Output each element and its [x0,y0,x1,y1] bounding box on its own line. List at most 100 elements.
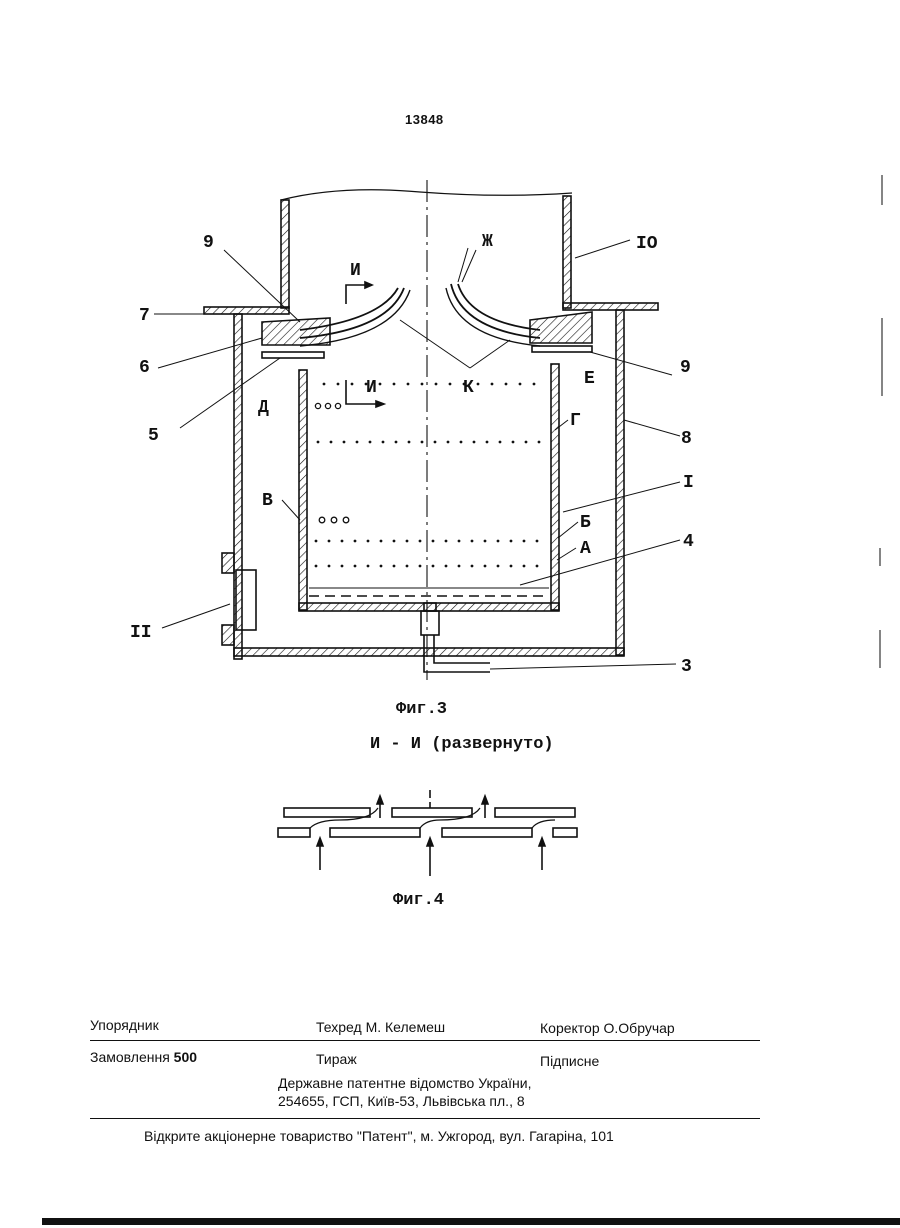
spray-dot [471,540,474,543]
spray-dot [486,441,489,444]
spray-dot [523,540,526,543]
spray-dot [458,565,461,568]
spray-dot [367,540,370,543]
spray-dot [393,540,396,543]
label-6: 6 [139,358,150,378]
spray-dot [447,441,450,444]
spray-dot [533,383,536,386]
spray-dot [351,383,354,386]
casing-8-bottom [234,648,624,656]
spray-dot [477,383,480,386]
spray-dot [330,441,333,444]
label-i-mid: И [366,378,377,398]
vessel-1-bottom [299,603,559,611]
vessel-1-left [299,370,307,610]
spray-dot [323,383,326,386]
publisher: Відкрите акціонерне товариство "Патент",… [144,1128,614,1144]
spray-dot [393,565,396,568]
spray-dot [337,383,340,386]
label-b: Б [580,513,591,533]
label-v: В [262,491,273,511]
spray-dot [484,565,487,568]
spray-dot [315,565,318,568]
spray-dot [419,565,422,568]
spray-dot [458,540,461,543]
spray-dot [525,441,528,444]
label-8: 8 [681,429,692,449]
spray-dot [484,540,487,543]
spray-dot [367,565,370,568]
casing-8-left [234,314,242,659]
label-7: 7 [139,306,150,326]
spray-dot [379,383,382,386]
spray-dot [328,565,331,568]
subscription: Підписне [540,1053,599,1069]
spray-dot [369,441,372,444]
spray-dot [471,565,474,568]
section-title: И - И (развернуто) [370,735,554,754]
spray-dot [393,383,396,386]
spray-dot [408,441,411,444]
spray-dot [395,441,398,444]
label-a: А [580,539,591,559]
figure-4-caption: Фиг.4 [393,891,444,910]
order-number: 500 [174,1049,197,1065]
order-label: Замовлення [90,1049,170,1065]
spray-dot [435,383,438,386]
label-d: Д [258,398,269,418]
casing-8-right [616,310,624,655]
vessel-1-right [551,364,559,610]
figure-3-caption: Фиг.3 [396,700,447,719]
tech-editor: Техред М. Келемеш [316,1019,445,1035]
spray-dot [419,540,422,543]
bottom-bar [42,1218,900,1225]
spray-dot [460,441,463,444]
spray-dot [354,540,357,543]
spray-dot [519,383,522,386]
spray-dot [317,441,320,444]
spray-dot [536,540,539,543]
label-e: Е [584,369,595,389]
spray-dot [315,540,318,543]
figure-4 [278,790,577,876]
figure-3 [154,180,680,680]
spray-dot [497,540,500,543]
spray-dot [354,565,357,568]
office-line2: 254655, ГСП, Київ-53, Львівська пл., 8 [278,1093,525,1109]
spray-dot [341,540,344,543]
spray-dot [421,441,424,444]
label-i-top: И [350,261,361,281]
spray-dot [341,565,344,568]
label-9-left: 9 [203,233,214,253]
spray-dot [445,565,448,568]
office-line1: Державне патентне відомство України, [278,1075,532,1091]
spray-dot [510,540,513,543]
spray-dot [343,441,346,444]
spray-dot [473,441,476,444]
label-zh: Ж [482,232,493,252]
spray-dot [380,565,383,568]
spray-dot [536,565,539,568]
order: Замовлення 500 [90,1049,197,1065]
spray-dot [380,540,383,543]
spray-dot [432,565,435,568]
spray-dot [407,383,410,386]
spray-dot [328,540,331,543]
spray-dot [505,383,508,386]
spray-dot [445,540,448,543]
label-4: 4 [683,532,694,552]
spray-dot [538,441,541,444]
spray-dot [523,565,526,568]
spray-dot [449,383,452,386]
label-3: 3 [681,657,692,677]
label-1: I [683,473,694,493]
spray-dot [499,441,502,444]
nozzle-block-6 [262,318,330,345]
circulation: Тираж [316,1051,357,1067]
compiler: Упорядник [90,1017,159,1033]
label-9-right: 9 [680,358,691,378]
spray-dot [512,441,515,444]
label-g: Г [570,411,581,431]
plate-5 [262,352,324,358]
